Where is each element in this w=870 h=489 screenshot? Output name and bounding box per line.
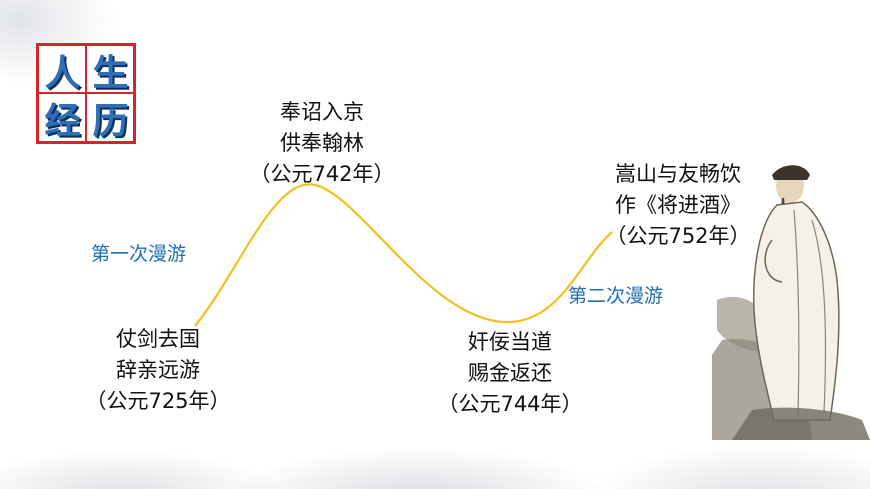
event-line: 嵩山与友畅饮	[615, 162, 741, 186]
title-char: 经	[44, 101, 81, 142]
event-line: 奸佞当道	[468, 330, 552, 354]
event-744: 奸佞当道 赐金返还 （公元744年）	[430, 327, 590, 420]
title-char: 历	[92, 101, 129, 142]
event-line: 供奉翰林	[280, 131, 364, 155]
event-725: 仗剑去国 辞亲远游 （公元725年）	[78, 324, 238, 417]
event-742: 奉诏入京 供奉翰林 （公元742年）	[242, 97, 402, 190]
title-char: 人	[44, 53, 81, 94]
journey-label-first: 第一次漫游	[91, 243, 187, 265]
event-line: 作《将进酒》	[615, 193, 741, 217]
title-box: 人 生 经 历	[36, 43, 136, 144]
event-line: 辞亲远游	[116, 358, 200, 382]
event-year: （公元752年）	[605, 224, 751, 248]
life-curve-path	[194, 183, 613, 327]
journey-label-second: 第二次漫游	[568, 285, 664, 307]
title-divider-horizontal	[39, 92, 133, 94]
event-line: 奉诏入京	[280, 100, 364, 124]
event-year: （公元725年）	[85, 389, 231, 413]
event-year: （公元744年）	[437, 392, 583, 416]
poet-figure	[712, 165, 870, 440]
event-line: 赐金返还	[468, 361, 552, 385]
event-752: 嵩山与友畅饮 作《将进酒》 （公元752年）	[598, 159, 758, 252]
event-year: （公元742年）	[249, 162, 395, 186]
title-char: 生	[92, 53, 129, 94]
event-line: 仗剑去国	[116, 327, 200, 351]
